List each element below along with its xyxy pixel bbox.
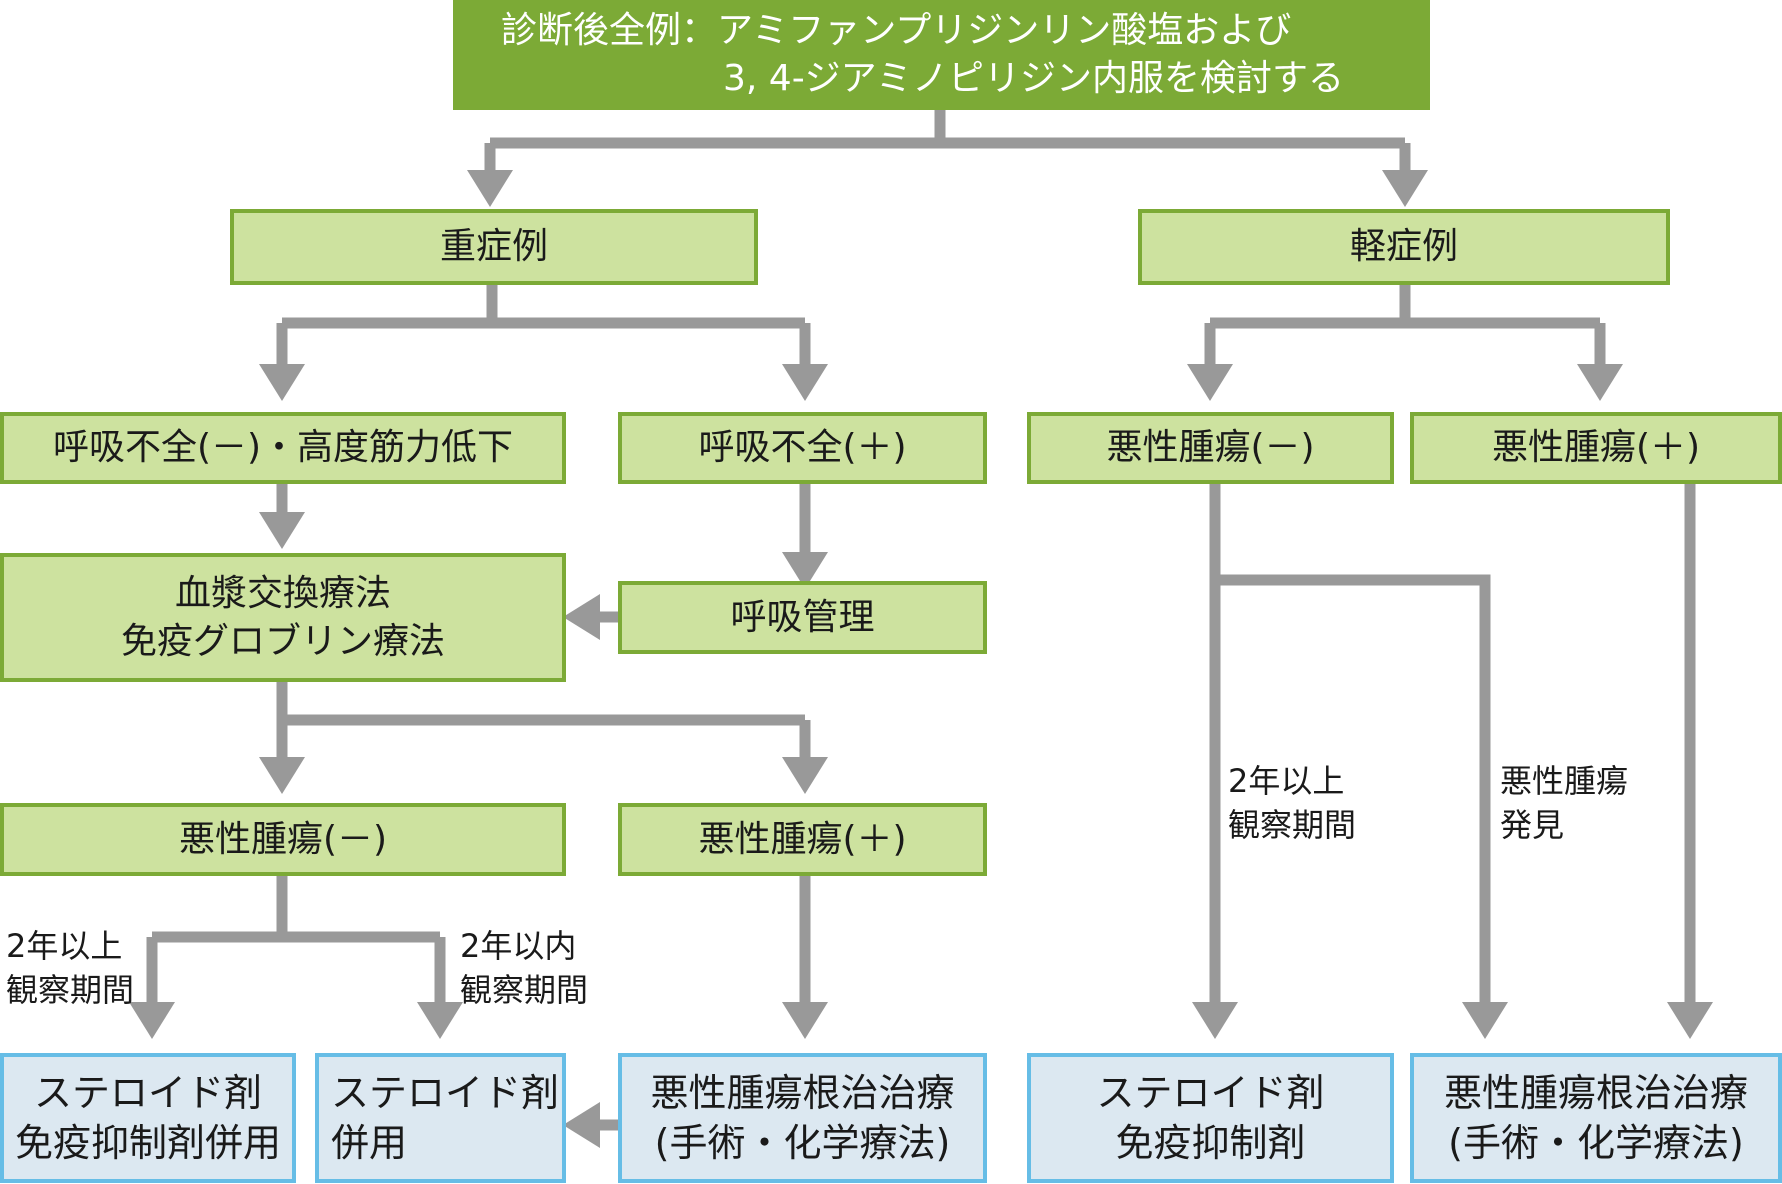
start-line-2: 3, 4-ジアミノピリジン内服を検討する — [723, 58, 1344, 99]
note-tumor-found: 悪性腫瘍 発見 — [1500, 760, 1628, 847]
start-box: 診断後全例：アミファンプリジンリン酸塩および 3, 4-ジアミノピリジン内服を検… — [453, 0, 1430, 110]
note-over-2-years-left: 2年以上 観察期間 — [6, 925, 134, 1012]
tumor-positive-left-box: 悪性腫瘍(＋) — [618, 803, 987, 876]
tumor-negative-left-label: 悪性腫瘍(－) — [178, 818, 388, 860]
plasma-exchange-line-2: 免疫グロブリン療法 — [120, 620, 445, 662]
tumor-negative-right-box: 悪性腫瘍(－) — [1027, 412, 1394, 484]
note-over-2-years-right-line-1: 2年以上 — [1228, 762, 1345, 800]
steroid-combo-line-1: ステロイド剤 — [331, 1070, 560, 1115]
note-over-2-years-right: 2年以上 観察期間 — [1228, 760, 1356, 847]
resp-management-label: 呼吸管理 — [730, 596, 875, 638]
steroid-immunosuppressant-combo-box: ステロイド剤 免疫抑制剤併用 — [0, 1053, 296, 1183]
tumor-positive-left-label: 悪性腫瘍(＋) — [698, 818, 907, 860]
plasma-exchange-line-1: 血漿交換療法 — [174, 572, 391, 614]
mild-case-label: 軽症例 — [1349, 226, 1458, 268]
radical-treatment-right-box: 悪性腫瘍根治治療 (手術・化学療法) — [1410, 1053, 1782, 1183]
mild-case-box: 軽症例 — [1138, 209, 1670, 285]
note-over-2-years-right-line-2: 観察期間 — [1228, 805, 1357, 844]
tumor-positive-right-box: 悪性腫瘍(＋) — [1410, 412, 1782, 484]
resp-failure-positive-box: 呼吸不全(＋) — [618, 412, 987, 484]
steroid-immunosuppressant-line-2: 免疫抑制剤 — [1115, 1121, 1306, 1165]
note-tumor-found-line-1: 悪性腫瘍 — [1500, 762, 1629, 800]
radical-treatment-left-box: 悪性腫瘍根治治療 (手術・化学療法) — [618, 1053, 987, 1183]
tumor-negative-right-label: 悪性腫瘍(－) — [1106, 427, 1315, 469]
tumor-positive-right-label: 悪性腫瘍(＋) — [1491, 427, 1701, 469]
note-tumor-found-line-2: 発見 — [1500, 805, 1565, 844]
resp-failure-negative-box: 呼吸不全(－)・高度筋力低下 — [0, 412, 566, 484]
plasma-exchange-box: 血漿交換療法 免疫グロブリン療法 — [0, 553, 566, 682]
radical-treatment-left-line-2: (手術・化学療法) — [654, 1121, 951, 1165]
radical-treatment-right-line-2: (手術・化学療法) — [1448, 1121, 1744, 1165]
steroid-immunosuppressant-box: ステロイド剤 免疫抑制剤 — [1027, 1053, 1394, 1183]
severe-case-box: 重症例 — [230, 209, 758, 285]
steroid-combo-line-2: 併用 — [331, 1121, 408, 1165]
steroid-immunosuppressant-combo-line-2: 免疫抑制剤併用 — [14, 1121, 281, 1165]
note-within-2-years-left: 2年以内 観察期間 — [460, 925, 588, 1012]
steroid-immunosuppressant-combo-line-1: ステロイド剤 — [33, 1070, 262, 1115]
resp-management-box: 呼吸管理 — [618, 581, 987, 654]
severe-case-label: 重症例 — [439, 226, 548, 268]
steroid-combo-box: ステロイド剤 併用 — [315, 1053, 566, 1183]
resp-failure-positive-label: 呼吸不全(＋) — [698, 427, 907, 469]
tumor-negative-left-box: 悪性腫瘍(－) — [0, 803, 566, 876]
steroid-immunosuppressant-line-1: ステロイド剤 — [1096, 1070, 1325, 1115]
start-line-1: 診断後全例：アミファンプリジンリン酸塩および — [501, 10, 1292, 52]
radical-treatment-left-line-1: 悪性腫瘍根治治療 — [650, 1070, 955, 1115]
note-over-2-years-left-line-1: 2年以上 — [6, 927, 123, 965]
resp-failure-negative-label: 呼吸不全(－)・高度筋力低下 — [52, 427, 514, 469]
radical-treatment-right-line-1: 悪性腫瘍根治治療 — [1443, 1070, 1748, 1115]
note-over-2-years-left-line-2: 観察期間 — [6, 970, 135, 1009]
note-within-2-years-left-line-2: 観察期間 — [460, 970, 589, 1009]
note-within-2-years-left-line-1: 2年以内 — [460, 927, 577, 965]
